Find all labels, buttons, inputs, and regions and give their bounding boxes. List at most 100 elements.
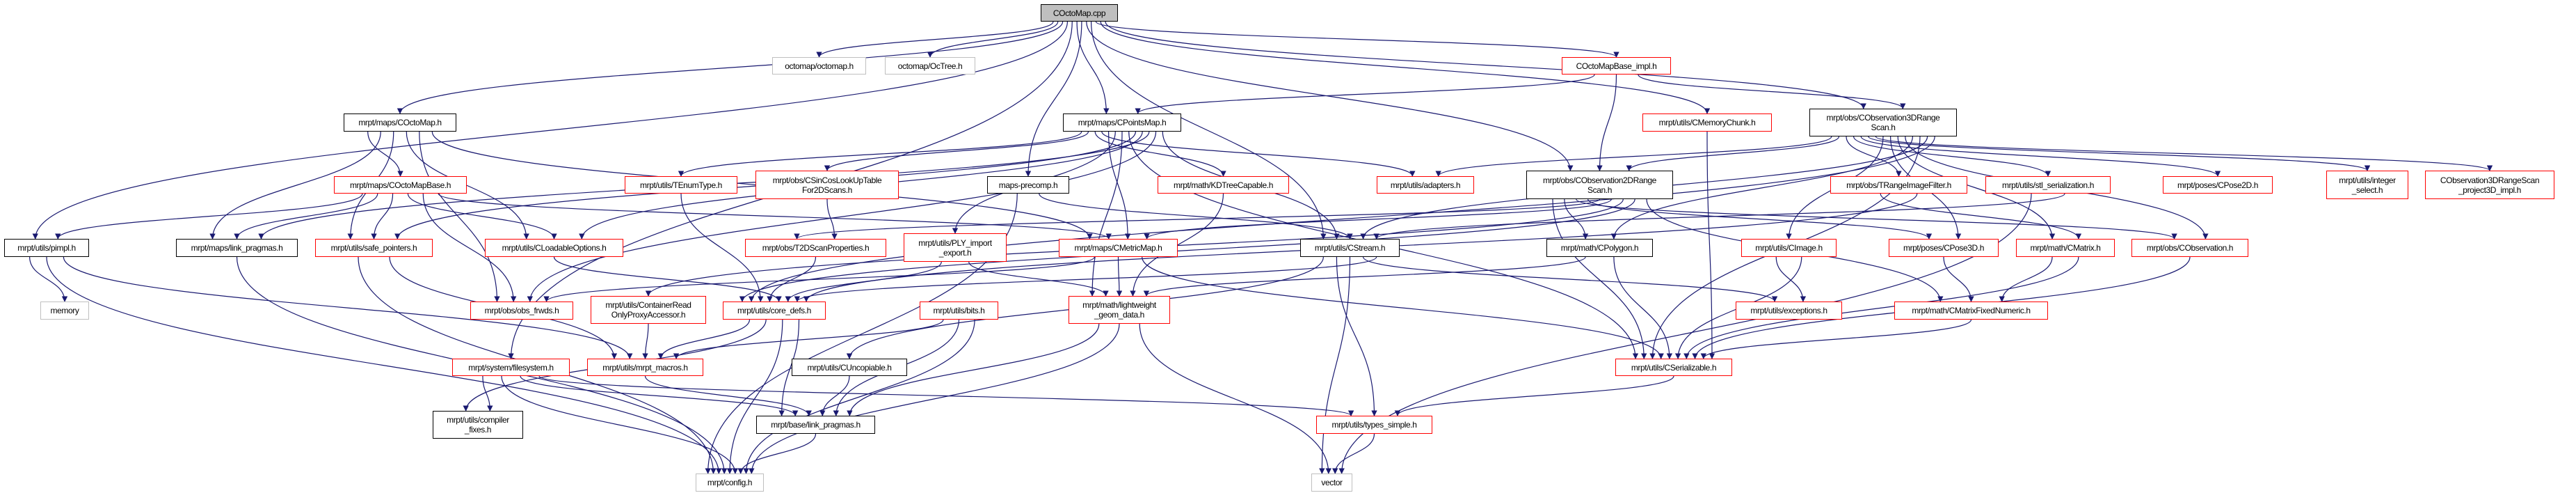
graph-node-exceptions[interactable]: mrpt/utils/exceptions.h: [1736, 302, 1842, 320]
edge-pointsmap-to-adapters: [1101, 131, 1416, 177]
graph-node-config[interactable]: mrpt/config.h: [696, 474, 764, 492]
edge-obs2d-to-metricmap: [1144, 198, 1612, 240]
node-label: mrpt/obs/CObservation2DRange: [1543, 175, 1656, 185]
graph-node-cmfixed[interactable]: mrpt/math/CMatrixFixedNumeric.h: [1894, 302, 2048, 320]
graph-node-memchunk[interactable]: mrpt/utils/CMemoryChunk.h: [1642, 114, 1772, 132]
graph-node-safeptr[interactable]: mrpt/utils/safe_pointers.h: [315, 239, 433, 257]
graph-node-stlser[interactable]: mrpt/utils/stl_serialization.h: [1985, 176, 2111, 194]
edge-obs2d-to-serializable: [1552, 198, 1647, 359]
node-label: mrpt/utils/compiler: [447, 415, 509, 425]
graph-node-t2dscan[interactable]: mrpt/obs/T2DScanProperties.h: [745, 239, 886, 257]
edge-obs3d-to-cmatrix: [1897, 136, 2056, 240]
edge-metricmap-to-serializable: [1142, 256, 1664, 359]
graph-node-vector[interactable]: vector: [1311, 474, 1352, 492]
graph-node-ply[interactable]: mrpt/utils/PLY_import_export.h: [904, 233, 1007, 262]
edge-trange-to-cmatrix: [1880, 193, 2082, 240]
graph-node-lwgeom[interactable]: mrpt/math/lightweight_geom_data.h: [1069, 296, 1170, 324]
node-label: mrpt/maps/COctoMap.h: [358, 118, 442, 127]
edge-filesystem-to-config: [501, 375, 739, 474]
graph-node-cmatrix[interactable]: mrpt/math/CMatrix.h: [2016, 239, 2115, 257]
graph-node-maplink[interactable]: mrpt/maps/link_pragmas.h: [176, 239, 298, 257]
edge-sincos-to-t2dscan: [826, 198, 838, 240]
edge-root-to-basimpl: [1095, 21, 1619, 58]
graph-node-memory[interactable]: memory: [40, 302, 89, 320]
graph-node-loadable[interactable]: mrpt/utils/CLoadableOptions.h: [485, 239, 623, 257]
graph-node-intsel[interactable]: mrpt/utils/integer_select.h: [2326, 171, 2408, 199]
graph-node-kdtree[interactable]: mrpt/math/KDTreeCapable.h: [1158, 176, 1289, 194]
edge-filesystem-to-baselink: [520, 375, 799, 416]
graph-node-baselink[interactable]: mrpt/base/link_pragmas.h: [756, 416, 875, 434]
node-label: memory: [50, 306, 79, 315]
node-label: mrpt/poses/CPose2D.h: [2177, 180, 2259, 190]
graph-node-tenum[interactable]: mrpt/utils/TEnumType.h: [625, 176, 737, 194]
graph-node-bits[interactable]: mrpt/utils/bits.h: [920, 302, 998, 320]
edge-pointsmap-to-metricmap: [1107, 131, 1131, 240]
graph-node-cimage[interactable]: mrpt/utils/CImage.h: [1741, 239, 1837, 257]
edge-obs2d-to-cobs: [1576, 198, 2177, 240]
graph-node-proj3d[interactable]: CObservation3DRangeScan_project3D_impl.h: [2425, 171, 2554, 199]
graph-node-octree[interactable]: octomap/OcTree.h: [885, 57, 975, 75]
graph-node-obsfrwds[interactable]: mrpt/obs/obs_frwds.h: [470, 302, 573, 320]
node-label: mrpt/utils/core_defs.h: [737, 306, 811, 315]
edge-lwgeom-to-baselink: [847, 323, 1100, 416]
graph-node-coredefs[interactable]: mrpt/utils/core_defs.h: [723, 302, 826, 320]
edge-cmatrix-to-serializable: [1683, 256, 2079, 359]
edge-coredefs-to-config: [726, 319, 783, 474]
graph-node-root[interactable]: COctoMap.cpp: [1041, 4, 1118, 22]
graph-node-typessimple[interactable]: mrpt/utils/types_simple.h: [1316, 416, 1432, 434]
node-label: mrpt/utils/CUncopiable.h: [807, 362, 892, 373]
edge-polygon-to-lwgeom: [1143, 256, 1586, 297]
graph-node-macros[interactable]: mrpt/utils/mrpt_macros.h: [587, 359, 703, 376]
node-label: _fixes.h: [464, 425, 492, 435]
node-label: mrpt/utils/exceptions.h: [1750, 306, 1827, 315]
edge-ply-to-lwgeom: [968, 261, 1109, 297]
edge-pointsmap-to-tenum: [678, 131, 1082, 177]
edge-cstream-to-typessimple: [1336, 256, 1377, 416]
graph-node-coctomap[interactable]: mrpt/maps/COctoMap.h: [344, 114, 456, 132]
graph-node-filesystem[interactable]: mrpt/system/filesystem.h: [452, 359, 570, 376]
node-label: mrpt/config.h: [707, 478, 753, 487]
edge-cmfixed-to-serializable: [1700, 319, 1972, 359]
graph-node-octobase[interactable]: mrpt/maps/COctoMapBase.h: [334, 176, 467, 194]
graph-node-precomp[interactable]: maps-precomp.h: [987, 176, 1069, 194]
graph-node-basimpl[interactable]: COctoMapBase_impl.h: [1562, 57, 1671, 75]
graph-node-pose2d[interactable]: mrpt/poses/CPose2D.h: [2163, 176, 2273, 194]
node-label: mrpt/utils/mrpt_macros.h: [602, 362, 688, 373]
edge-coredefs-to-baselink: [778, 319, 800, 416]
node-label: mrpt/base/link_pragmas.h: [771, 420, 861, 430]
edge-obs3d-to-stlser: [1853, 136, 2051, 177]
edge-t2dscan-to-coredefs: [767, 256, 817, 302]
graph-node-compiler[interactable]: mrpt/utils/compiler_fixes.h: [433, 411, 523, 439]
graph-node-cstream[interactable]: mrpt/utils/CStream.h: [1300, 239, 1400, 257]
graph-node-adapters[interactable]: mrpt/utils/adapters.h: [1377, 176, 1474, 194]
edge-obs2d-to-pose3d: [1587, 198, 1932, 240]
graph-node-pimpl[interactable]: mrpt/utils/pimpl.h: [4, 239, 89, 257]
edge-obs2d-to-coredefs: [739, 198, 1635, 302]
graph-node-pose3d[interactable]: mrpt/poses/CPose3D.h: [1889, 239, 1999, 257]
edge-octobase-to-safeptr: [371, 193, 394, 240]
node-label: octomap/OcTree.h: [897, 61, 963, 71]
graph-node-metricmap[interactable]: mrpt/maps/CMetricMap.h: [1059, 239, 1178, 257]
edge-basimpl-to-obs3d: [1638, 74, 1906, 109]
graph-node-octomap[interactable]: octomap/octomap.h: [772, 57, 866, 75]
edge-baselink-to-config: [737, 433, 817, 474]
edge-filesystem-to-typessimple: [538, 375, 1354, 416]
graph-node-uncopiable[interactable]: mrpt/utils/CUncopiable.h: [792, 359, 907, 376]
edge-container-to-macros: [642, 323, 649, 359]
node-label: mrpt/utils/PLY_import: [918, 237, 992, 248]
graph-node-trange[interactable]: mrpt/obs/TRangeImageFilter.h: [1830, 176, 1967, 194]
graph-node-cobs[interactable]: mrpt/obs/CObservation.h: [2131, 239, 2248, 257]
graph-node-pointsmap[interactable]: mrpt/maps/CPointsMap.h: [1063, 114, 1181, 132]
edge-coctomap-to-octobase: [367, 131, 403, 177]
edge-root-to-pointsmap: [1076, 21, 1110, 114]
edge-cstream-to-exceptions: [1362, 256, 1778, 302]
edge-pimpl-to-macros: [63, 256, 633, 359]
graph-node-polygon[interactable]: mrpt/math/CPolygon.h: [1546, 239, 1653, 257]
edge-coctomap-to-obsfrwds: [419, 131, 500, 302]
graph-node-serializable[interactable]: mrpt/utils/CSerializable.h: [1615, 359, 1732, 376]
edge-lwgeom-to-vector: [1139, 323, 1331, 474]
